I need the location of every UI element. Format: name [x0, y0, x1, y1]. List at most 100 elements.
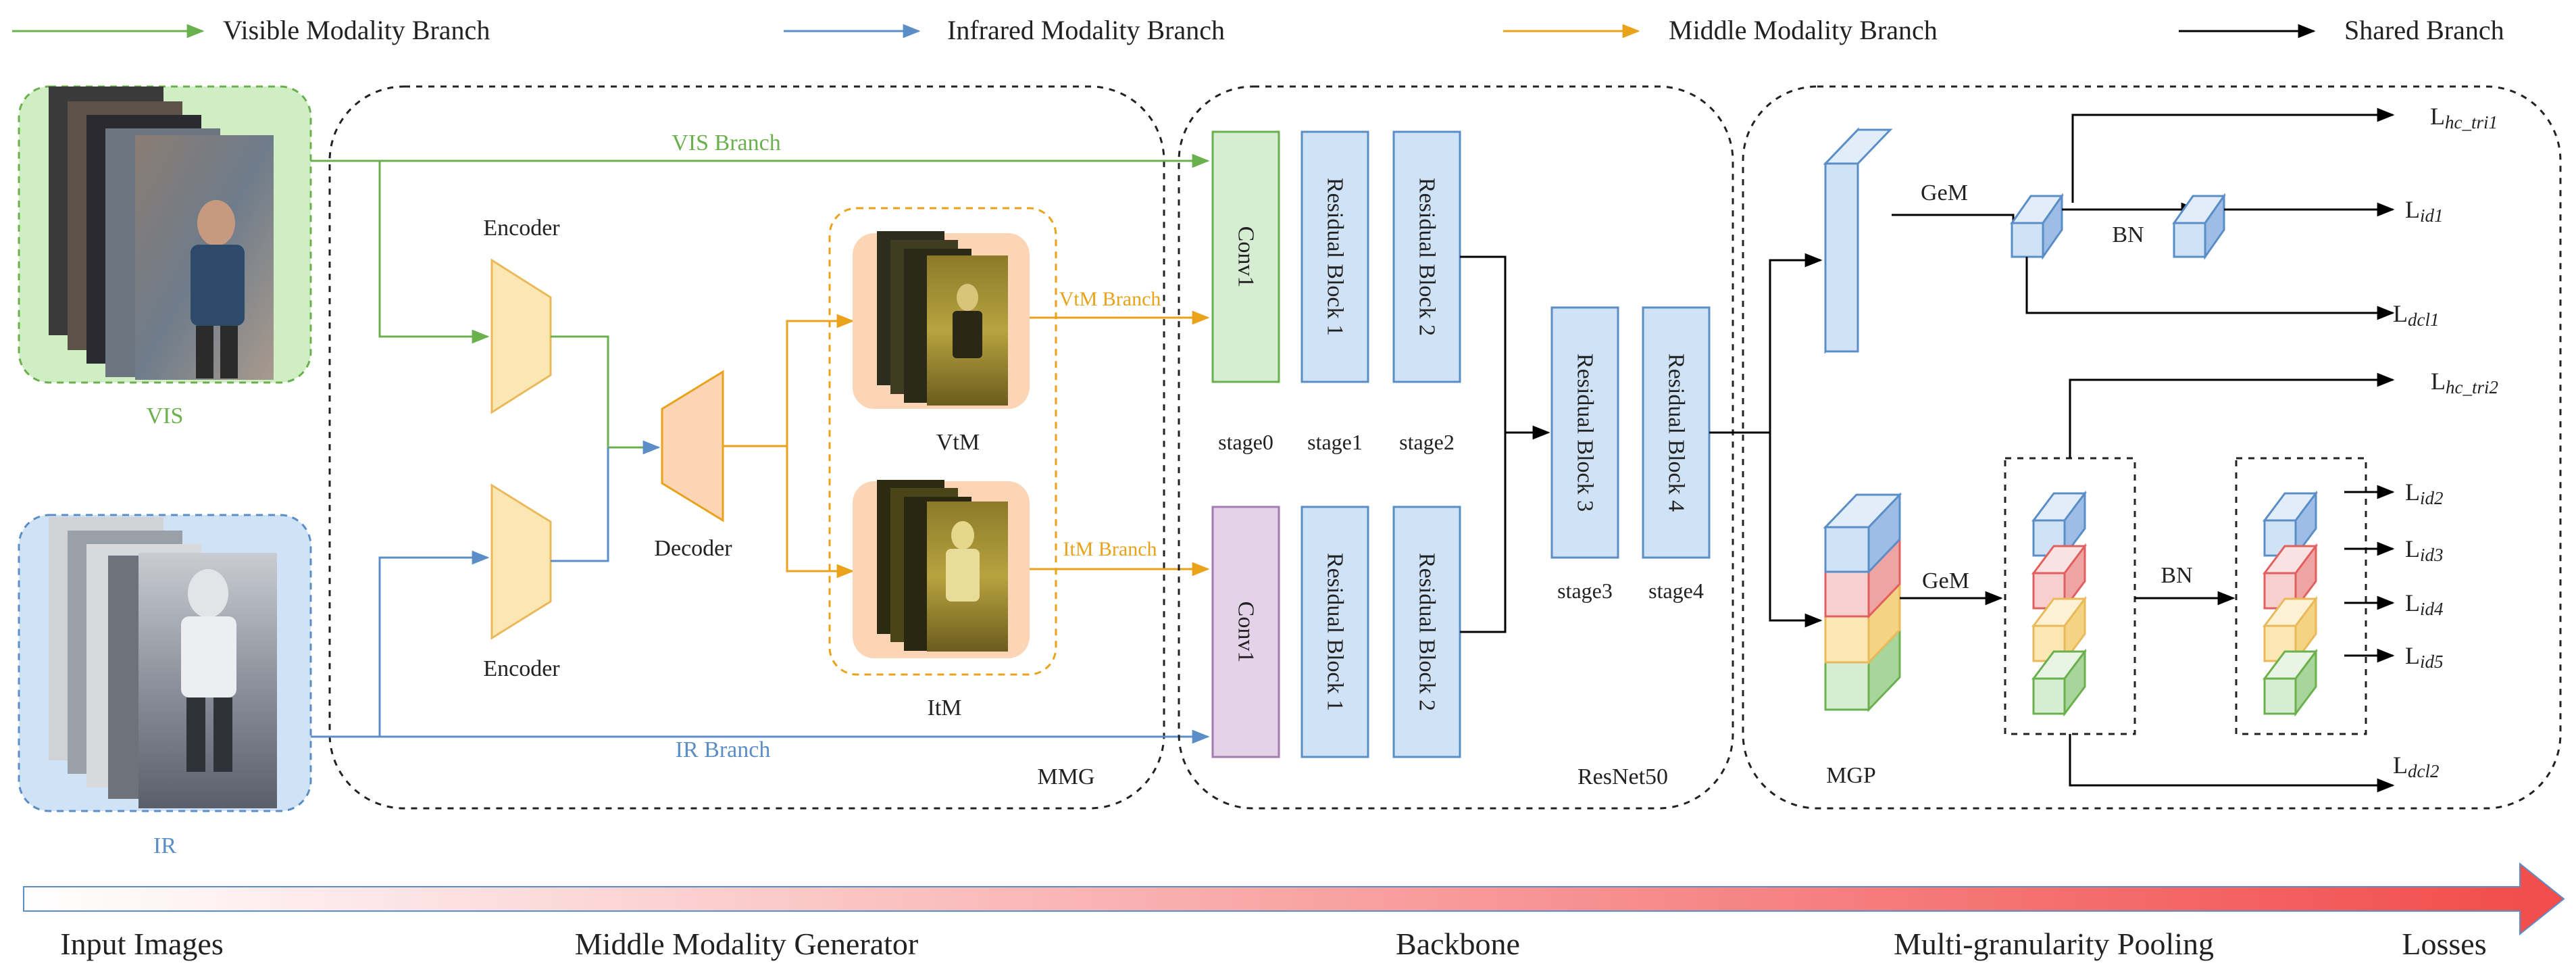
bn-parts-box: [2235, 457, 2367, 735]
pooling-boundary: [1742, 85, 2562, 810]
legend-middle-label: Middle Modality Branch: [1669, 15, 1938, 45]
backbone-module: ResNet50 Conv1 Residual Block 1 Residual…: [1178, 85, 1734, 810]
to-part-feature-arrow: [1769, 433, 1823, 628]
encoder-bottom-to-decoder-line: [551, 447, 609, 562]
vis-input-group: VIS: [18, 85, 312, 428]
loss-dcl2: Ldcl2: [2393, 752, 2440, 781]
encoder-bottom: [490, 483, 552, 640]
loss-subscript: id2: [2420, 488, 2444, 508]
rb2-top: [1392, 130, 1461, 383]
loss-dcl1: Ldcl1: [2393, 300, 2440, 330]
decoder: [661, 370, 724, 522]
part-feature-stack: [1823, 492, 1902, 712]
pipeline: Input Images Middle Modality Generator B…: [23, 862, 2565, 961]
rb1-bottom: [1300, 506, 1369, 758]
loss-base: L: [2405, 589, 2420, 616]
stage4-label: stage4: [1648, 579, 1704, 603]
loss-base: L: [2405, 535, 2420, 562]
rb3: [1550, 306, 1619, 559]
loss-subscript: dcl1: [2408, 310, 2440, 330]
conv1-top: [1211, 130, 1280, 383]
gem-bottom-label: GeM: [1922, 568, 1969, 593]
stage1-label: stage1: [1307, 430, 1363, 454]
mgp-module-label: MGP: [1826, 763, 1876, 788]
middle-modality-group: [828, 207, 1057, 676]
itm-person-body: [946, 549, 980, 602]
vtm-person-head: [957, 284, 978, 311]
vis-person-leg: [196, 326, 213, 378]
decoder-label: Decoder: [654, 536, 732, 561]
loss-subscript: id3: [2420, 545, 2444, 565]
mmg-boundary: [328, 85, 1165, 810]
encoder-bottom-label: Encoder: [483, 656, 560, 681]
decoder-to-itm-arrow: [786, 446, 855, 579]
rb3-label: Residual Block 3: [1573, 353, 1598, 512]
vis-branch-label: VIS Branch: [672, 130, 780, 155]
rb2-top-label: Residual Block 2: [1415, 178, 1440, 336]
pipeline-backbone-label: Backbone: [1396, 927, 1520, 961]
backbone-boundary: [1178, 85, 1734, 810]
pipeline-arrow: [23, 862, 2565, 936]
itm-person-head: [951, 521, 974, 549]
encoder-top-label: Encoder: [483, 216, 560, 241]
encoder-top-to-decoder-arrow: [551, 335, 661, 455]
vis-input-label: VIS: [147, 403, 184, 428]
ir-to-encoder-arrow: [378, 550, 490, 737]
loss-id5: Lid5: [2405, 642, 2444, 672]
rb2-bottom-label: Residual Block 2: [1415, 553, 1440, 711]
rb1-top-label: Residual Block 1: [1323, 178, 1348, 336]
loss-base: L: [2393, 300, 2408, 327]
conv1-bottom-label: Conv1: [1234, 602, 1259, 663]
vis-person-jacket: [191, 245, 245, 326]
stage2-label: stage2: [1399, 430, 1455, 454]
global-feature-front: [1824, 162, 1859, 353]
rb4-label: Residual Block 4: [1664, 353, 1689, 512]
loss-subscript: hc_tri1: [2445, 112, 2498, 132]
decoder-to-vtm-arrow: [723, 314, 855, 447]
loss-subscript: id4: [2420, 599, 2444, 619]
mmg-module-label: MMG: [1037, 764, 1094, 789]
backbone-module-label: ResNet50: [1577, 764, 1668, 789]
loss-id1: Lid1: [2405, 196, 2444, 226]
loss-base: L: [2431, 368, 2446, 395]
vtm-person-body: [953, 311, 982, 358]
pipeline-losses-label: Losses: [2402, 927, 2486, 961]
vis-person-head: [197, 200, 235, 246]
loss-id3: Lid3: [2405, 535, 2444, 565]
bn-top-label: BN: [2112, 222, 2144, 247]
legend-shared-label: Shared Branch: [2344, 15, 2504, 45]
ir-input-label: IR: [153, 833, 176, 858]
dcl2-arrow: [2069, 734, 2395, 793]
loss-labels: Lhc_tri1 Lid1 Ldcl1 Lhc_tri2 Lid2 Lid3 L…: [2393, 103, 2498, 781]
legend: Visible Modality Branch Infrared Modalit…: [12, 15, 2504, 45]
ir-person-leg: [213, 697, 232, 772]
pipeline-input-label: Input Images: [60, 927, 223, 961]
mmg-module: MMG VIS Branch IR Branch Encoder Encoder…: [311, 85, 1210, 810]
stage3-label: stage3: [1557, 579, 1613, 603]
ir-person-jacket: [181, 616, 236, 697]
pooling-module: MGP GeM BN: [1709, 85, 2562, 810]
loss-subscript: id5: [2420, 652, 2444, 672]
loss-hc-tri1: Lhc_tri1: [2430, 103, 2498, 132]
hc-tri2-arrow: [2069, 372, 2395, 458]
legend-visible-label: Visible Modality Branch: [223, 15, 490, 45]
bn-cube-top: [2172, 193, 2226, 260]
pipeline-pooling-label: Multi-granularity Pooling: [1894, 927, 2214, 961]
backbone-merge-line: [1460, 255, 1507, 633]
pooled-cube-top: [2010, 193, 2064, 260]
rb4: [1642, 306, 1711, 559]
gem-top-line: [1892, 214, 2015, 223]
vtm-label: VtM: [936, 430, 980, 455]
itm-branch-label: ItM Branch: [1063, 538, 1157, 560]
vtm-branch-label: VtM Branch: [1059, 288, 1161, 310]
itm-label: ItM: [928, 695, 962, 720]
vis-to-encoder-arrow: [378, 161, 490, 344]
loss-subscript: id1: [2420, 205, 2444, 226]
rb1-top: [1300, 130, 1369, 383]
pooled-parts-cubes: [2031, 490, 2087, 717]
loss-hc-tri2: Lhc_tri2: [2431, 368, 2498, 397]
ir-branch-label: IR Branch: [676, 737, 771, 762]
bn-bottom-label: BN: [2161, 563, 2192, 588]
rb2-bottom: [1392, 506, 1461, 758]
bn-parts-cubes: [2263, 490, 2318, 717]
